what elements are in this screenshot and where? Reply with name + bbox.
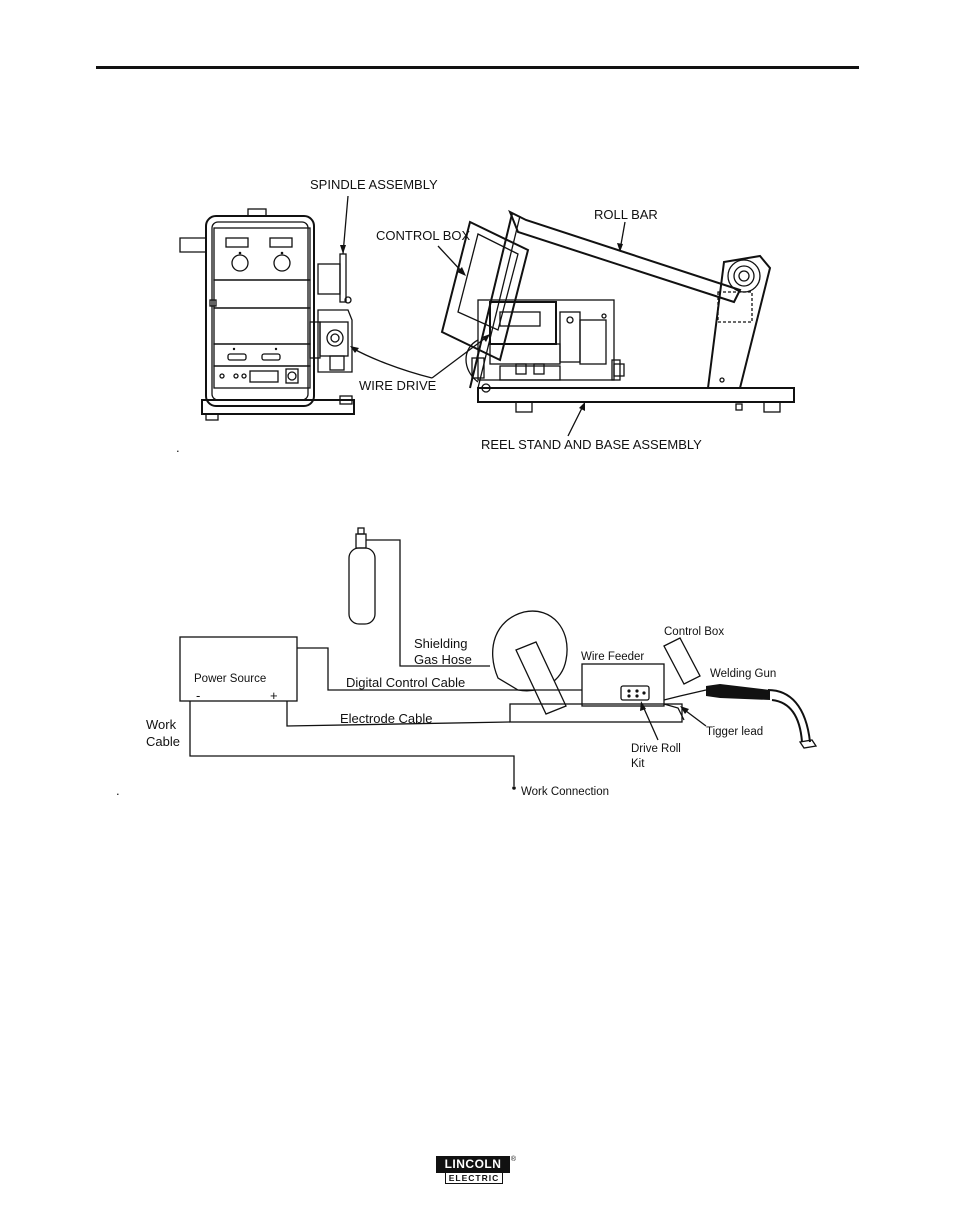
label-spindle-assembly: SPINDLE ASSEMBLY	[310, 177, 438, 192]
label-control-box-bottom: Control Box	[664, 626, 724, 638]
wire-spool	[493, 611, 567, 714]
label-roll-bar: ROLL BAR	[594, 207, 658, 222]
label-drive-roll: Drive Roll	[631, 743, 681, 755]
logo-bottom-text: ELECTRIC	[445, 1173, 503, 1184]
label-shielding: Shielding	[414, 636, 468, 651]
label-plus: +	[270, 688, 278, 703]
label-cable: Cable	[146, 734, 180, 749]
lincoln-electric-logo: LINCOLN ELECTRIC ®	[436, 1156, 510, 1184]
label-wire-feeder: Wire Feeder	[581, 651, 644, 663]
bottom-figure-labels: Shielding Gas Hose Control Box Wire Feed…	[116, 626, 776, 798]
label-wire-drive: WIRE DRIVE	[359, 378, 437, 393]
side-view-machine	[442, 212, 794, 412]
label-trigger-lead: Tigger lead	[706, 726, 763, 738]
label-welding-gun: Welding Gun	[710, 668, 776, 680]
label-reel-stand: REEL STAND AND BASE ASSEMBLY	[481, 437, 702, 452]
control-box-pendant	[664, 638, 700, 684]
front-view-machine	[180, 209, 354, 420]
label-work: Work	[146, 717, 177, 732]
label-digital-control-cable: Digital Control Cable	[346, 675, 465, 690]
welding-gun	[664, 684, 816, 748]
bottom-caption-dot: .	[116, 783, 120, 798]
label-work-connection: Work Connection	[521, 786, 609, 798]
label-minus: -	[196, 688, 200, 703]
label-control-box: CONTROL BOX	[376, 228, 470, 243]
logo-registered-mark: ®	[511, 1156, 516, 1163]
label-electrode-cable: Electrode Cable	[340, 711, 433, 726]
top-caption-dot: .	[176, 440, 180, 455]
label-gas-hose: Gas Hose	[414, 652, 472, 667]
label-power-source: Power Source	[194, 673, 266, 685]
logo-top-text: LINCOLN	[436, 1156, 510, 1173]
label-kit: Kit	[631, 758, 645, 770]
